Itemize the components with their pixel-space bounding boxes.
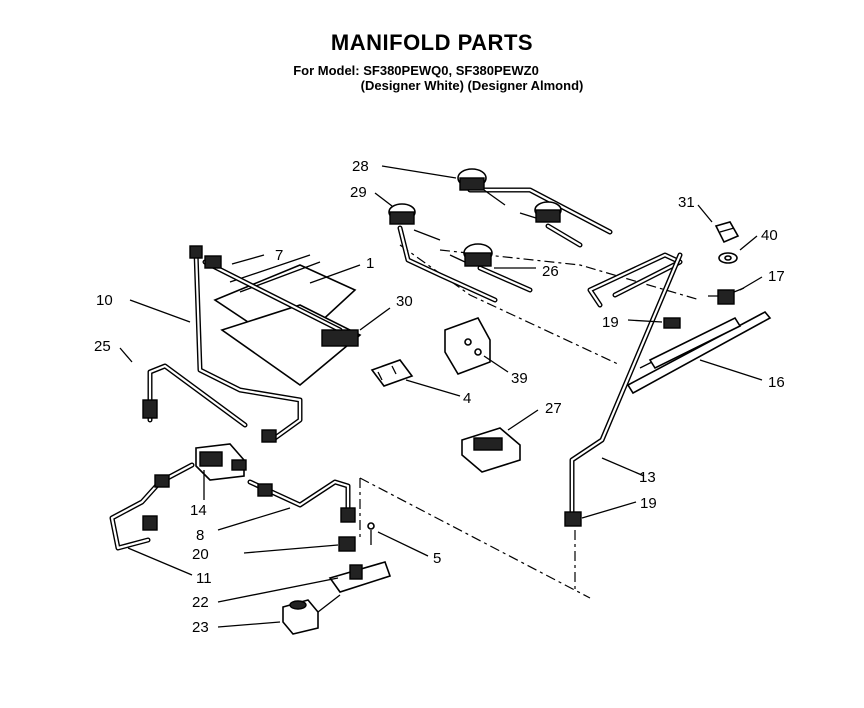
callout-19-lower: 19	[640, 495, 657, 512]
burner-right	[519, 201, 562, 223]
fitting-20	[338, 536, 356, 552]
callout-30: 30	[396, 293, 413, 310]
variant-line: (Designer White) (Designer Almond)	[360, 78, 584, 93]
regulator-14	[195, 429, 277, 481]
callout-13: 13	[639, 469, 656, 486]
tube-13	[569, 252, 683, 518]
tube-11	[109, 462, 195, 551]
callouts: 28 29 31 40 26 17 7 1 10 30 19 25 39 16 …	[94, 158, 785, 636]
burner-26	[449, 243, 493, 267]
valve-22	[328, 561, 392, 593]
callout-5: 5	[433, 550, 441, 567]
burner-29	[388, 203, 441, 241]
tube-8	[247, 479, 356, 523]
knob-31	[714, 221, 740, 244]
model-line: For Model: SF380PEWQ0, SF380PEWZ0	[293, 63, 539, 78]
callout-17: 17	[768, 268, 785, 285]
callout-25: 25	[94, 338, 111, 355]
callout-22: 22	[192, 594, 209, 611]
callout-23: 23	[192, 619, 209, 636]
callout-10: 10	[96, 292, 113, 309]
valve-23	[282, 594, 341, 635]
bracket-39	[444, 317, 491, 375]
bracket-4	[370, 359, 414, 387]
valve-17	[708, 287, 745, 305]
burner-tubes	[397, 187, 613, 303]
callout-31: 31	[678, 194, 695, 211]
callout-8: 8	[196, 527, 204, 544]
callout-40: 40	[761, 227, 778, 244]
fitting-19-lower	[564, 511, 582, 527]
shield-1-30	[202, 254, 362, 387]
manifold-rail-16	[587, 252, 772, 395]
screw-5	[367, 522, 375, 545]
callout-1: 1	[366, 255, 374, 272]
callout-26: 26	[542, 263, 559, 280]
leader-lines	[119, 165, 763, 628]
bracket-27	[461, 427, 521, 473]
fitting-19-upper	[663, 317, 681, 329]
tube-10	[189, 245, 303, 441]
callout-7: 7	[275, 247, 283, 264]
callout-39: 39	[511, 370, 528, 387]
callout-20: 20	[192, 546, 209, 563]
tube-25	[142, 363, 248, 428]
callout-29: 29	[350, 184, 367, 201]
callout-27: 27	[545, 400, 562, 417]
page-title: MANIFOLD PARTS	[330, 30, 534, 55]
callout-11: 11	[196, 570, 212, 587]
callout-28: 28	[352, 158, 369, 175]
ring-40	[718, 252, 738, 264]
callout-19-upper: 19	[602, 314, 619, 331]
callout-14: 14	[190, 502, 207, 519]
callout-16: 16	[768, 374, 785, 391]
burner-28	[457, 168, 506, 206]
callout-4: 4	[463, 390, 471, 407]
